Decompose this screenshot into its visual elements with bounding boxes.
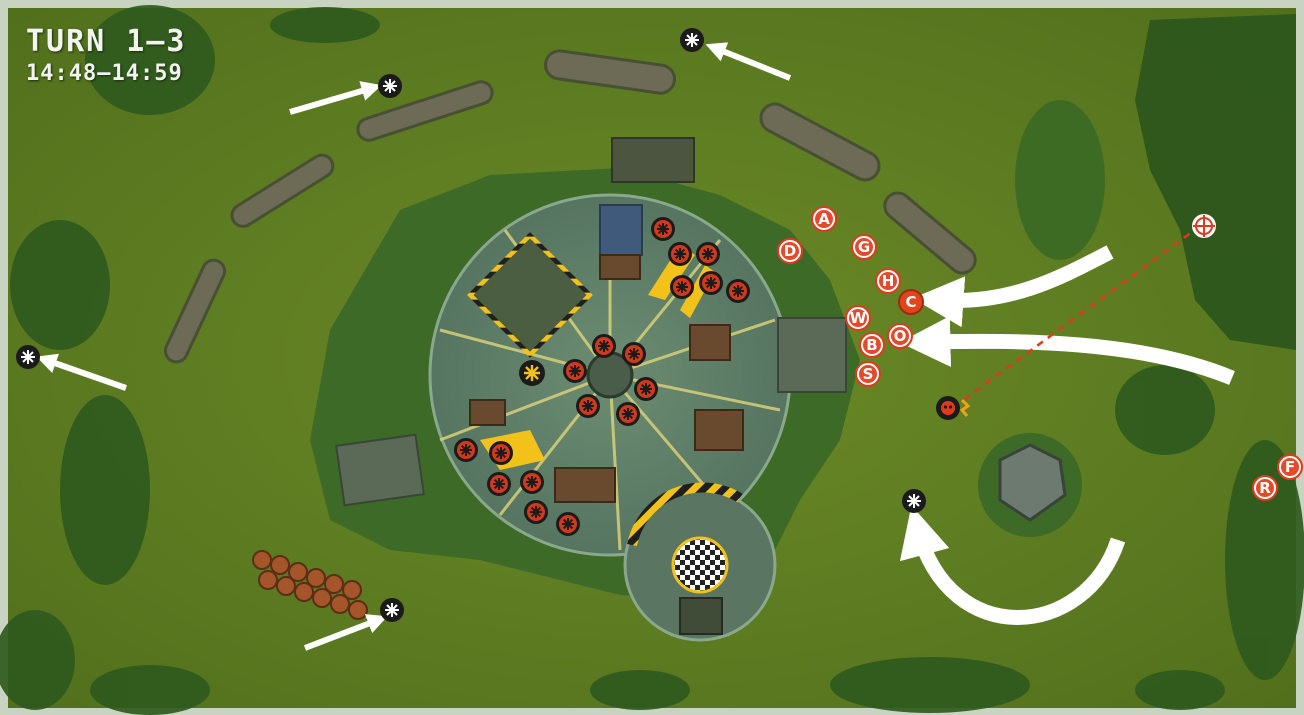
checkered-landing-pad[interactable] xyxy=(673,538,727,592)
bunker-west xyxy=(336,435,424,506)
burst-token[interactable] xyxy=(622,342,646,366)
svg-text:F: F xyxy=(1285,458,1295,476)
svg-text:D: D xyxy=(784,242,796,260)
star-burst-icon-yellow[interactable] xyxy=(519,360,545,386)
bunker-north xyxy=(612,138,694,182)
burst-token[interactable] xyxy=(651,217,675,241)
bunker-east xyxy=(778,318,846,392)
unit-marker-g[interactable]: G xyxy=(852,235,876,259)
burst-token[interactable] xyxy=(520,470,544,494)
burst-token[interactable] xyxy=(668,242,692,266)
svg-text:W: W xyxy=(850,309,867,327)
burst-token[interactable] xyxy=(696,242,720,266)
star-burst-icon[interactable] xyxy=(680,28,704,52)
burst-token[interactable] xyxy=(699,271,723,295)
star-burst-icon[interactable] xyxy=(378,74,402,98)
hex-bunker xyxy=(978,433,1082,537)
svg-text:S: S xyxy=(863,365,874,383)
unit-marker-c[interactable]: C xyxy=(899,290,923,314)
svg-text:R: R xyxy=(1259,479,1271,497)
burst-token[interactable] xyxy=(670,275,694,299)
burst-token[interactable] xyxy=(592,334,616,358)
burst-token[interactable] xyxy=(616,402,640,426)
svg-text:A: A xyxy=(818,210,830,228)
burst-token[interactable] xyxy=(487,472,511,496)
unit-marker-b[interactable]: B xyxy=(860,333,884,357)
burst-token[interactable] xyxy=(524,500,548,524)
burst-token[interactable] xyxy=(634,377,658,401)
burst-token[interactable] xyxy=(563,359,587,383)
unit-marker-r[interactable]: R xyxy=(1253,476,1277,500)
unit-marker-a[interactable]: A xyxy=(812,207,836,231)
svg-text:G: G xyxy=(858,238,870,256)
unit-marker-o[interactable]: O xyxy=(888,324,912,348)
unit-marker-f[interactable]: F xyxy=(1278,455,1302,479)
svg-text:C: C xyxy=(905,293,916,311)
crosshair-icon[interactable] xyxy=(1192,214,1216,238)
unit-marker-s[interactable]: S xyxy=(856,362,880,386)
unit-marker-w[interactable]: W xyxy=(846,306,870,330)
svg-text:O: O xyxy=(894,327,907,345)
unit-marker-d[interactable]: D xyxy=(778,239,802,263)
star-burst-icon[interactable] xyxy=(380,598,404,622)
burst-token[interactable] xyxy=(556,512,580,536)
svg-text:H: H xyxy=(882,272,895,290)
burst-token[interactable] xyxy=(726,279,750,303)
burst-token[interactable] xyxy=(454,438,478,462)
unit-marker-h[interactable]: H xyxy=(876,269,900,293)
star-burst-icon[interactable] xyxy=(902,489,926,513)
burst-token[interactable] xyxy=(576,394,600,418)
svg-text:B: B xyxy=(866,336,877,354)
burst-token[interactable] xyxy=(489,441,513,465)
star-burst-icon[interactable] xyxy=(16,345,40,369)
